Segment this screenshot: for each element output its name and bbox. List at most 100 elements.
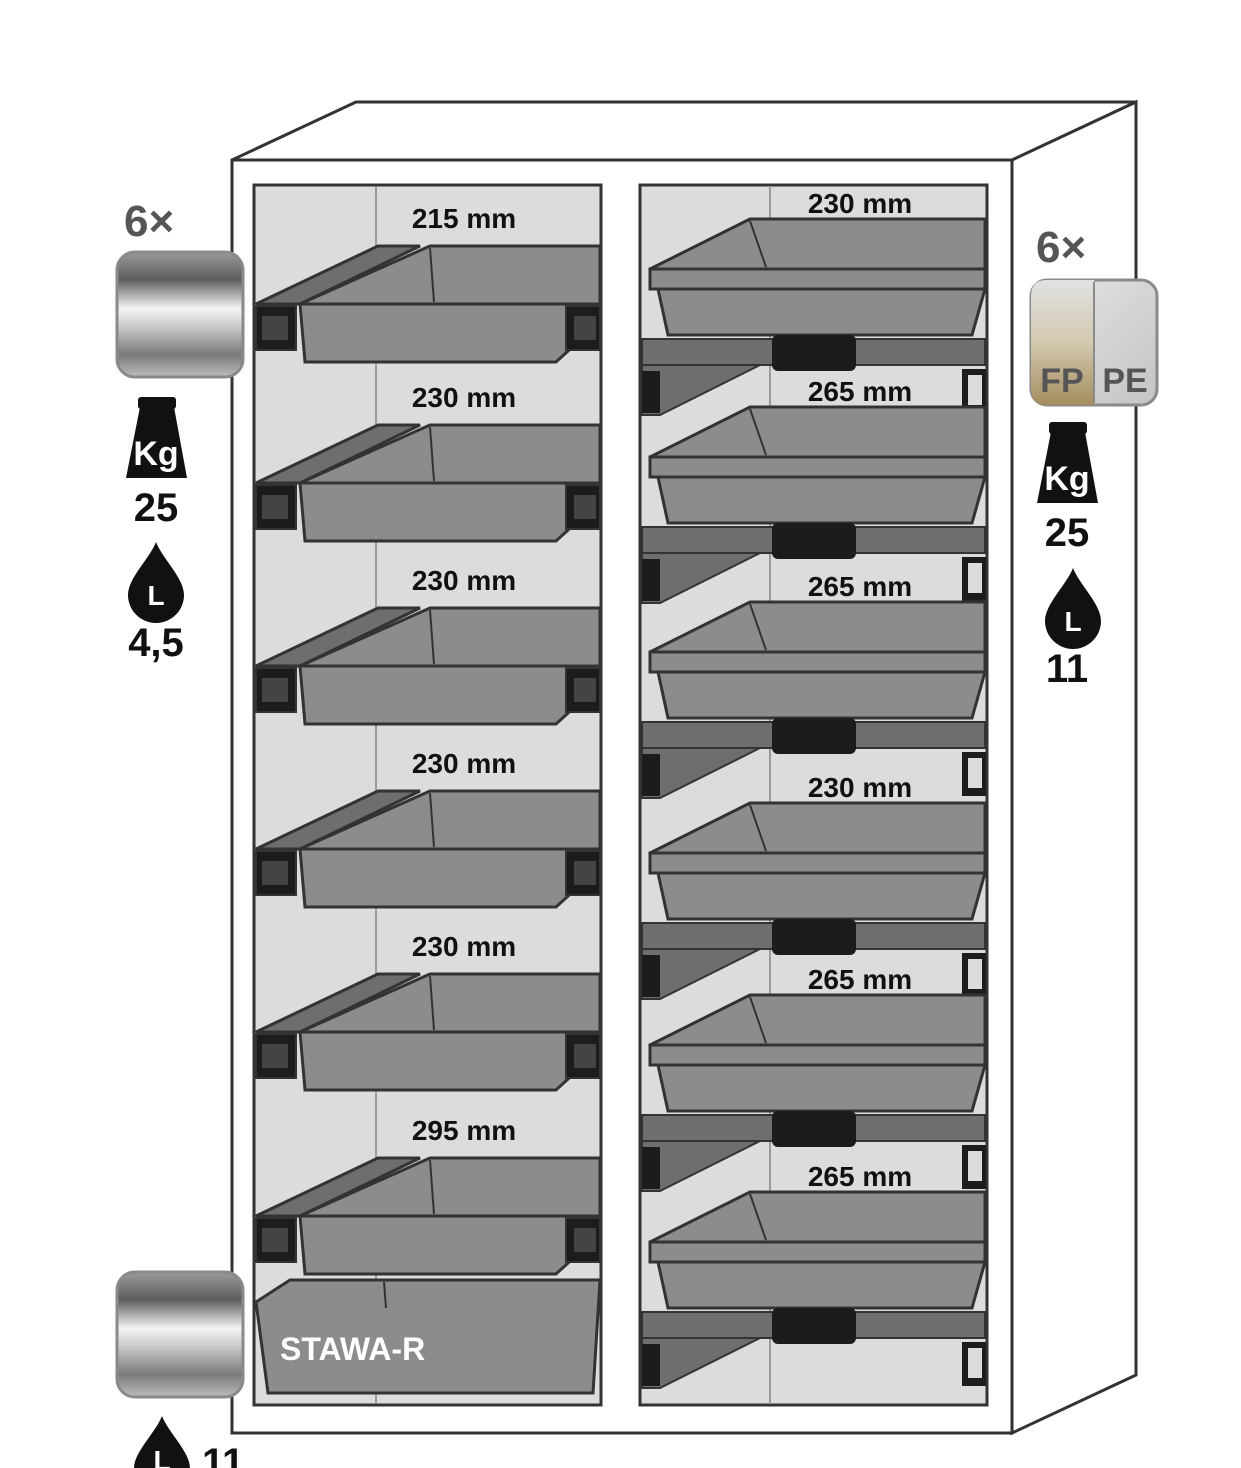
drawer-side-rail — [255, 244, 421, 306]
svg-text:L: L — [1064, 606, 1081, 637]
drawer-height-label: 230 mm — [412, 565, 516, 596]
drawer-tray-front — [656, 871, 987, 921]
right-badges: 6× FP PE Kg 25 L 11 — [1029, 223, 1159, 691]
drawer-height-label: 265 mm — [808, 964, 912, 995]
drawer-rail-left-slot — [262, 678, 288, 702]
left-drawer: 215 mm — [255, 203, 602, 364]
drawer-handle — [772, 523, 856, 559]
right-weight-value: 25 — [1045, 511, 1090, 555]
left-badges: 6× Kg 25 L 4,5 L 11 — [115, 197, 245, 1468]
drawer-rail-left-slot — [262, 1044, 288, 1068]
bottom-tray-crease — [383, 1281, 387, 1309]
bottom-tray-body — [254, 1278, 602, 1395]
drawer-rail-left-slot — [262, 495, 288, 519]
drawer-height-label: 230 mm — [808, 188, 912, 219]
drawer-tray-rim — [648, 650, 987, 674]
drawer-tray-rim — [648, 851, 987, 875]
drawer-side-rail — [255, 789, 421, 851]
drawer-side-rail — [255, 423, 421, 485]
drawer-rail-right-slot — [968, 758, 982, 788]
drawer-tray-front — [656, 287, 987, 337]
drawer-rail-right-slot — [968, 959, 982, 989]
left-weight-value: 25 — [134, 486, 179, 530]
drawer-handle — [772, 1308, 856, 1344]
drawer-tray-crease — [429, 792, 435, 848]
drawer-tray-crease — [749, 804, 767, 852]
drawer-handle — [772, 335, 856, 371]
left-steel-swatch — [115, 250, 245, 379]
right-drawer: 230 mm — [641, 772, 987, 1000]
drawer-height-label: 230 mm — [412, 748, 516, 779]
drawer-tray-crease — [749, 408, 767, 456]
left-volume-value: 4,5 — [128, 621, 184, 665]
drawer-tray-rim — [648, 267, 987, 291]
cabinet-top — [231, 100, 1137, 162]
right-drawer: 265 mm — [641, 376, 987, 604]
left-volume-icon: L — [128, 542, 184, 623]
right-drawer: 230 mm — [641, 188, 987, 416]
drawer-rail-right-slot — [968, 375, 982, 405]
left-count-label: 6× — [124, 197, 174, 246]
left-drawer: 295 mm — [255, 1115, 602, 1276]
drawer-height-label: 295 mm — [412, 1115, 516, 1146]
drawer-rail-right-slot — [574, 678, 596, 702]
drawer-tray-crease — [429, 609, 435, 665]
drawer-tray-rim — [648, 1043, 987, 1067]
drawer-side-rail — [255, 972, 421, 1034]
drawer-rail-right-slot — [574, 495, 596, 519]
svg-text:FP: FP — [1040, 362, 1083, 400]
drawer-tray-front — [298, 1214, 602, 1276]
right-drawer: 265 mm — [641, 964, 987, 1192]
drawer-height-label: 265 mm — [808, 376, 912, 407]
drawer-rail-right-slot — [574, 1228, 596, 1252]
svg-text:Kg: Kg — [1044, 460, 1089, 498]
svg-text:PE: PE — [1102, 362, 1147, 400]
drawer-tray-rim — [648, 1240, 987, 1264]
drawer-handle — [772, 919, 856, 955]
drawer-tray-crease — [749, 1193, 767, 1241]
drawer-tray-rim — [648, 455, 987, 479]
drawer-tray-front — [656, 475, 987, 525]
drawer-handle — [772, 718, 856, 754]
drawer-tray-front — [656, 1063, 987, 1113]
drawer-tray-front — [656, 1260, 987, 1310]
drawer-rail-right-slot — [968, 563, 982, 593]
drawer-rail-left — [642, 955, 660, 997]
fp-pe-material-swatch: FP PE — [1029, 278, 1159, 407]
drawer-tray-front — [298, 302, 602, 364]
drawer-side-rail — [255, 1156, 421, 1218]
drawer-tray-crease — [749, 996, 767, 1044]
left-drawer: 230 mm — [255, 565, 602, 726]
svg-text:L: L — [153, 1445, 170, 1468]
left-drawer: 230 mm — [255, 748, 602, 909]
left-drawer: 230 mm — [255, 931, 602, 1092]
drawer-tray-front — [298, 481, 602, 543]
drawer-tray-front — [656, 670, 987, 720]
drawer-rail-left-slot — [262, 316, 288, 340]
drawer-tray-crease — [429, 247, 435, 303]
bottom-volume-icon: L — [134, 1416, 190, 1468]
bottom-tray: STAWA-R — [254, 1278, 602, 1395]
drawer-tray-front — [298, 664, 602, 726]
drawer-rail-left — [642, 754, 660, 796]
drawer-rail-left — [642, 371, 660, 413]
bottom-volume-value: 11 — [202, 1441, 244, 1468]
left-weight-icon: Kg — [126, 397, 187, 478]
drawer-tray-crease — [429, 975, 435, 1031]
drawer-height-label: 230 mm — [808, 772, 912, 803]
bottom-tray-label: STAWA-R — [280, 1331, 425, 1367]
drawer-tray-front — [298, 1030, 602, 1092]
drawer-rail-left — [642, 559, 660, 601]
right-volume-icon: L — [1045, 568, 1101, 649]
drawer-tray-crease — [749, 603, 767, 651]
drawer-tray-front — [298, 847, 602, 909]
drawer-rail-right-slot — [574, 861, 596, 885]
drawer-handle — [772, 1111, 856, 1147]
drawer-tray-crease — [429, 1159, 435, 1215]
left-drawer: 230 mm — [255, 382, 602, 543]
drawer-rail-left-slot — [262, 861, 288, 885]
right-count-label: 6× — [1036, 223, 1086, 272]
right-volume-value: 11 — [1046, 647, 1088, 691]
